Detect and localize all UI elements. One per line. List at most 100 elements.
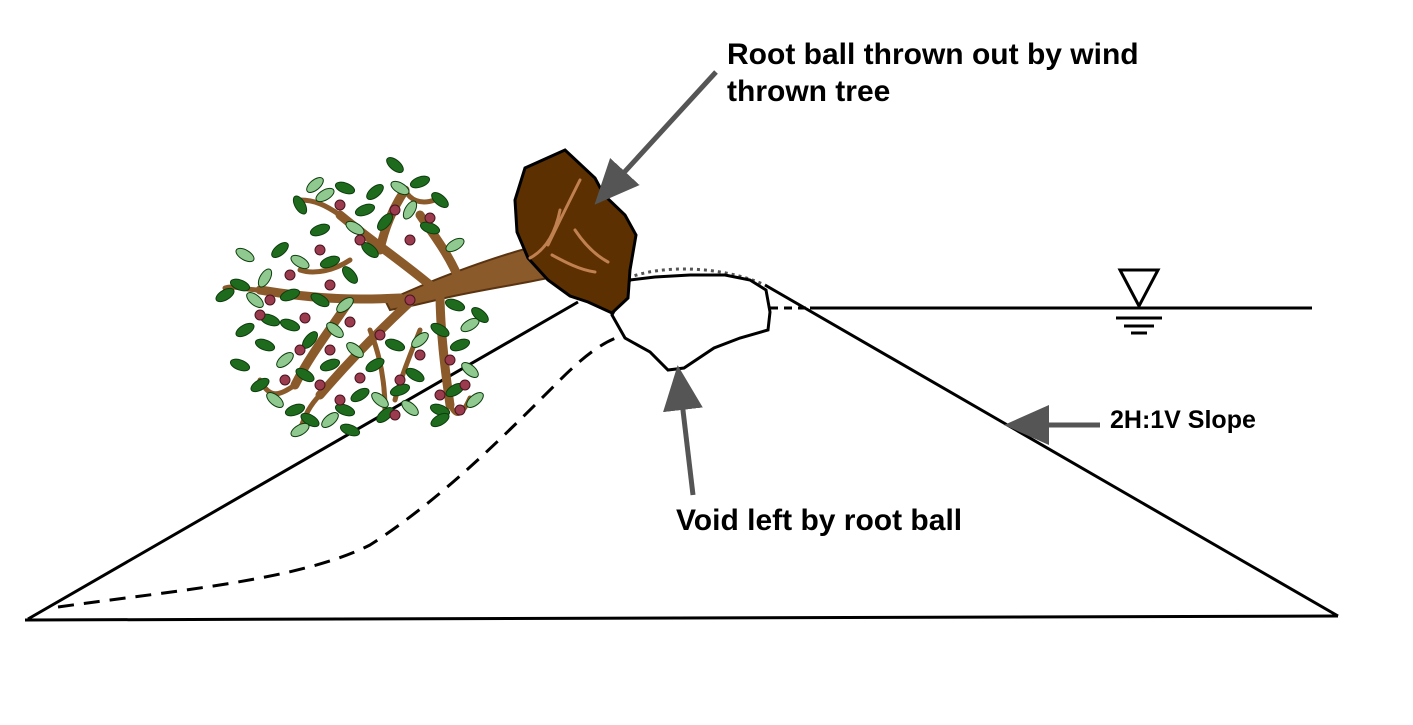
leaf (466, 392, 484, 408)
leaf (445, 237, 465, 253)
leaf (389, 383, 411, 397)
fruit (264, 294, 276, 306)
tree-leaves (215, 157, 489, 438)
leaf (346, 342, 364, 358)
leaf (444, 298, 466, 312)
leaf (235, 322, 255, 338)
leaf (334, 403, 356, 417)
fruit (284, 269, 296, 281)
root-ball-label-line2: thrown tree (727, 75, 890, 108)
leaf (402, 200, 418, 220)
slope-label: 2H:1V Slope (1110, 406, 1256, 434)
fruit (299, 312, 311, 324)
fruit (324, 279, 336, 291)
fruit (354, 234, 366, 246)
fruit (404, 294, 416, 306)
levee-left-slope (27, 300, 579, 621)
leaf (266, 392, 284, 408)
fruit (334, 199, 346, 211)
leaf (336, 297, 354, 313)
leaf (290, 422, 310, 438)
leaf (365, 357, 385, 373)
fruit (374, 329, 386, 341)
void-label: Void left by root ball (676, 504, 962, 537)
root-ball-void (610, 273, 772, 372)
leaf (315, 187, 335, 203)
fruit (254, 309, 266, 321)
fruit (394, 374, 406, 386)
leaf (319, 255, 341, 269)
leaf (215, 287, 235, 303)
leaf (430, 322, 450, 338)
leaf (342, 266, 358, 284)
water-level-triangle-icon (1116, 268, 1162, 335)
void-arrow (663, 365, 703, 496)
leaf (371, 392, 389, 408)
levee-right-slope (764, 283, 1339, 618)
fruit (324, 344, 336, 356)
leaf (430, 412, 450, 428)
fruit (454, 404, 466, 416)
fruit (404, 234, 416, 246)
fruit (459, 379, 471, 391)
leaf (254, 338, 276, 352)
leaf (309, 223, 331, 237)
leaf (386, 157, 404, 173)
leaf (257, 268, 273, 288)
leaf (471, 307, 489, 323)
fruit (389, 204, 401, 216)
leaf (390, 180, 410, 196)
leaf (310, 292, 330, 308)
fruit (354, 372, 366, 384)
fruit (424, 212, 436, 224)
root-ball (513, 148, 638, 315)
leaf (350, 387, 370, 403)
original-crest-dotted (627, 267, 766, 287)
leaf (449, 338, 471, 352)
fruit (434, 389, 446, 401)
leaf (319, 358, 341, 372)
fruit (314, 379, 326, 391)
fruit (344, 316, 356, 328)
leaf (290, 254, 310, 270)
leaf (295, 367, 315, 383)
tree-fruits (254, 199, 471, 421)
leaf (321, 412, 339, 428)
leaf (246, 292, 264, 308)
leaf (284, 403, 306, 417)
fruit (334, 394, 346, 406)
leaf (326, 322, 344, 338)
root-ball-arrow (594, 70, 718, 205)
leaf (384, 338, 406, 352)
fruit (279, 374, 291, 386)
seepage-line-dashed (57, 333, 626, 609)
fruit (294, 344, 306, 356)
leaf (276, 352, 294, 368)
leaf (461, 362, 479, 378)
leaf (279, 318, 301, 332)
leaf (431, 192, 449, 208)
tree-icon (215, 157, 550, 438)
fruit (389, 409, 401, 421)
leaf (401, 400, 419, 416)
fruit (314, 244, 326, 256)
leaf (419, 221, 441, 235)
leaf (339, 423, 361, 437)
leaf (376, 407, 394, 423)
root-ball-label-line1: Root ball thrown out by wind (727, 38, 1139, 71)
leaf (354, 203, 376, 217)
leaf (366, 184, 384, 200)
leaf (235, 247, 255, 263)
ground-line (24, 614, 1339, 622)
leaf (334, 181, 356, 195)
leaf (229, 358, 251, 372)
fruit (444, 354, 456, 366)
leaf (229, 278, 251, 292)
leaf (279, 288, 301, 302)
leaf (271, 242, 289, 258)
leaf (250, 377, 270, 393)
leaf (292, 195, 308, 215)
leaf (377, 213, 393, 231)
leaf (405, 367, 425, 383)
